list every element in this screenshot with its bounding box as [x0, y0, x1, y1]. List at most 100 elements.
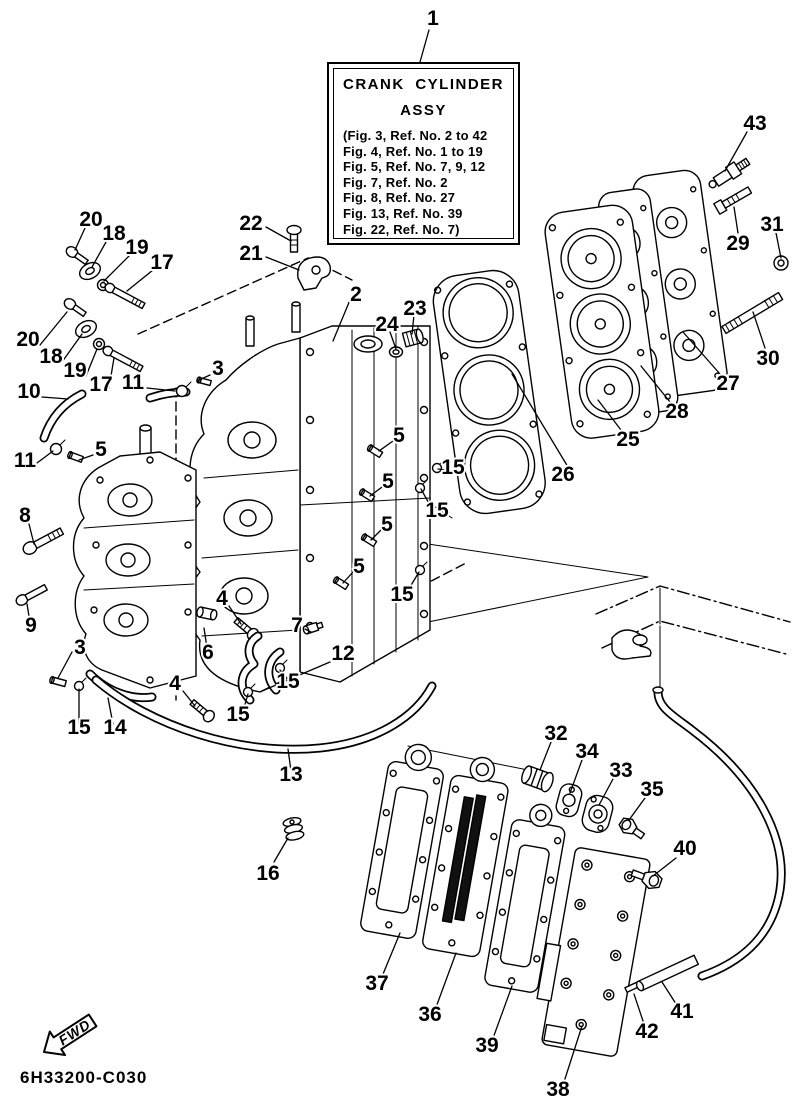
callout-21: 21	[239, 242, 263, 265]
hose-right	[652, 686, 786, 981]
callout-30: 30	[756, 347, 779, 370]
callout-5: 5	[381, 513, 393, 536]
callout-4: 4	[216, 587, 228, 610]
assembly-title-line1: CRANK CYLINDER	[343, 76, 504, 93]
assembly-callout-box-inner: CRANK CYLINDER ASSY (Fig. 3, Ref. No. 2 …	[333, 68, 514, 239]
leader-line-7	[304, 628, 312, 633]
callout-33: 33	[609, 759, 632, 782]
callout-13: 13	[279, 763, 302, 786]
callout-27: 27	[716, 372, 739, 395]
leader-line-10	[41, 396, 69, 400]
leader-line-4	[182, 690, 196, 707]
part-21-clamp	[297, 256, 332, 291]
callout-8: 8	[19, 504, 31, 527]
leader-line-40	[652, 857, 677, 877]
leader-line-15	[437, 468, 446, 471]
part-4-bolt-lower	[189, 699, 215, 723]
leader-line-36	[434, 952, 457, 1011]
part-33-cover	[581, 794, 614, 833]
assembly-callout-box: CRANK CYLINDER ASSY (Fig. 3, Ref. No. 2 …	[327, 62, 520, 245]
leader-line-17	[108, 357, 115, 389]
figure-reference-line: Fig. 7, Ref. No. 2	[343, 174, 448, 190]
part-37-exhaust-gasket	[360, 743, 444, 939]
assembly-title-line2: ASSY	[400, 102, 447, 119]
part-3-stud-lower	[49, 675, 67, 688]
callout-20: 20	[79, 208, 102, 231]
part-22-bolt	[286, 224, 302, 253]
callout-15: 15	[425, 499, 449, 522]
leader-line-15	[420, 488, 432, 508]
callout-3: 3	[74, 636, 86, 659]
leader-line-4	[228, 605, 242, 625]
leader-line-33	[598, 778, 614, 806]
callout-15: 15	[226, 703, 250, 726]
leader-line-11	[36, 450, 54, 464]
part-38-outer-cover	[536, 847, 651, 1057]
leader-line-6	[203, 627, 208, 649]
part-2-cylinder-block	[187, 301, 431, 693]
part-8-bolt	[22, 527, 65, 555]
callout-12: 12	[331, 642, 354, 665]
callout-19: 19	[125, 236, 148, 259]
part-16-washer-stack	[282, 816, 305, 841]
leader-line-3	[196, 374, 211, 382]
leader-line-35	[628, 797, 646, 821]
callout-38: 38	[546, 1078, 570, 1101]
callout-40: 40	[673, 837, 696, 860]
leader-line-26	[511, 373, 569, 468]
callout-11: 11	[122, 371, 145, 394]
leader-line-5	[369, 486, 383, 497]
callout-1: 1	[427, 7, 439, 30]
part-32-plug	[521, 765, 554, 793]
callout-14: 14	[103, 716, 127, 739]
callout-15: 15	[441, 456, 465, 479]
leader-line-15	[279, 669, 288, 679]
callout-11: 11	[14, 449, 37, 472]
callout-41: 41	[670, 1000, 694, 1023]
callout-31: 31	[760, 213, 784, 236]
figure-reference-line: Fig. 8, Ref. No. 27	[343, 190, 456, 206]
part-9-bolt	[15, 583, 48, 606]
leader-line-17	[126, 269, 154, 292]
figure-code: 6H33200-C030	[20, 1068, 148, 1087]
leader-line-2	[332, 299, 351, 342]
leader-line-8	[28, 523, 35, 545]
leader-line-3	[57, 651, 73, 679]
callout-18: 18	[39, 345, 63, 368]
callout-22: 22	[239, 212, 262, 235]
part-41-tube	[635, 954, 700, 992]
hose-13	[91, 675, 437, 754]
reference-bracket-outline	[595, 585, 791, 689]
callout-3: 3	[212, 357, 224, 380]
figure-reference-line: (Fig. 3, Ref. No. 2 to 42	[343, 128, 488, 143]
figure-reference-line: Fig. 13, Ref. No. 39	[343, 205, 463, 221]
callout-42: 42	[635, 1020, 658, 1043]
leader-line-1	[419, 29, 430, 63]
leader-line-20	[74, 227, 86, 251]
part-34-gasket	[555, 783, 583, 818]
leader-line-32	[539, 741, 552, 771]
part-30-stud	[721, 291, 784, 335]
callout-18: 18	[102, 222, 126, 245]
fwd-arrow-icon: FWD	[43, 1013, 98, 1057]
leader-line-15	[406, 571, 420, 593]
leader-line-25	[597, 399, 622, 431]
hose-10	[39, 389, 87, 443]
callout-23: 23	[403, 297, 426, 320]
leader-line-29	[733, 206, 739, 234]
part-36-inner-plate	[422, 756, 509, 958]
part-24-washer-hole	[392, 349, 400, 355]
leader-line-19	[85, 348, 98, 377]
leader-line-14	[107, 697, 114, 725]
callout-6: 6	[202, 641, 214, 664]
leader-line-28	[640, 365, 671, 403]
callout-34: 34	[575, 740, 599, 763]
part-17-bolt-lower	[102, 345, 144, 373]
part-25-cylinder-head	[544, 204, 660, 439]
callout-37: 37	[365, 972, 388, 995]
callout-20: 20	[16, 328, 39, 351]
leader-line-5	[370, 529, 382, 541]
leader-line-11	[146, 387, 176, 392]
